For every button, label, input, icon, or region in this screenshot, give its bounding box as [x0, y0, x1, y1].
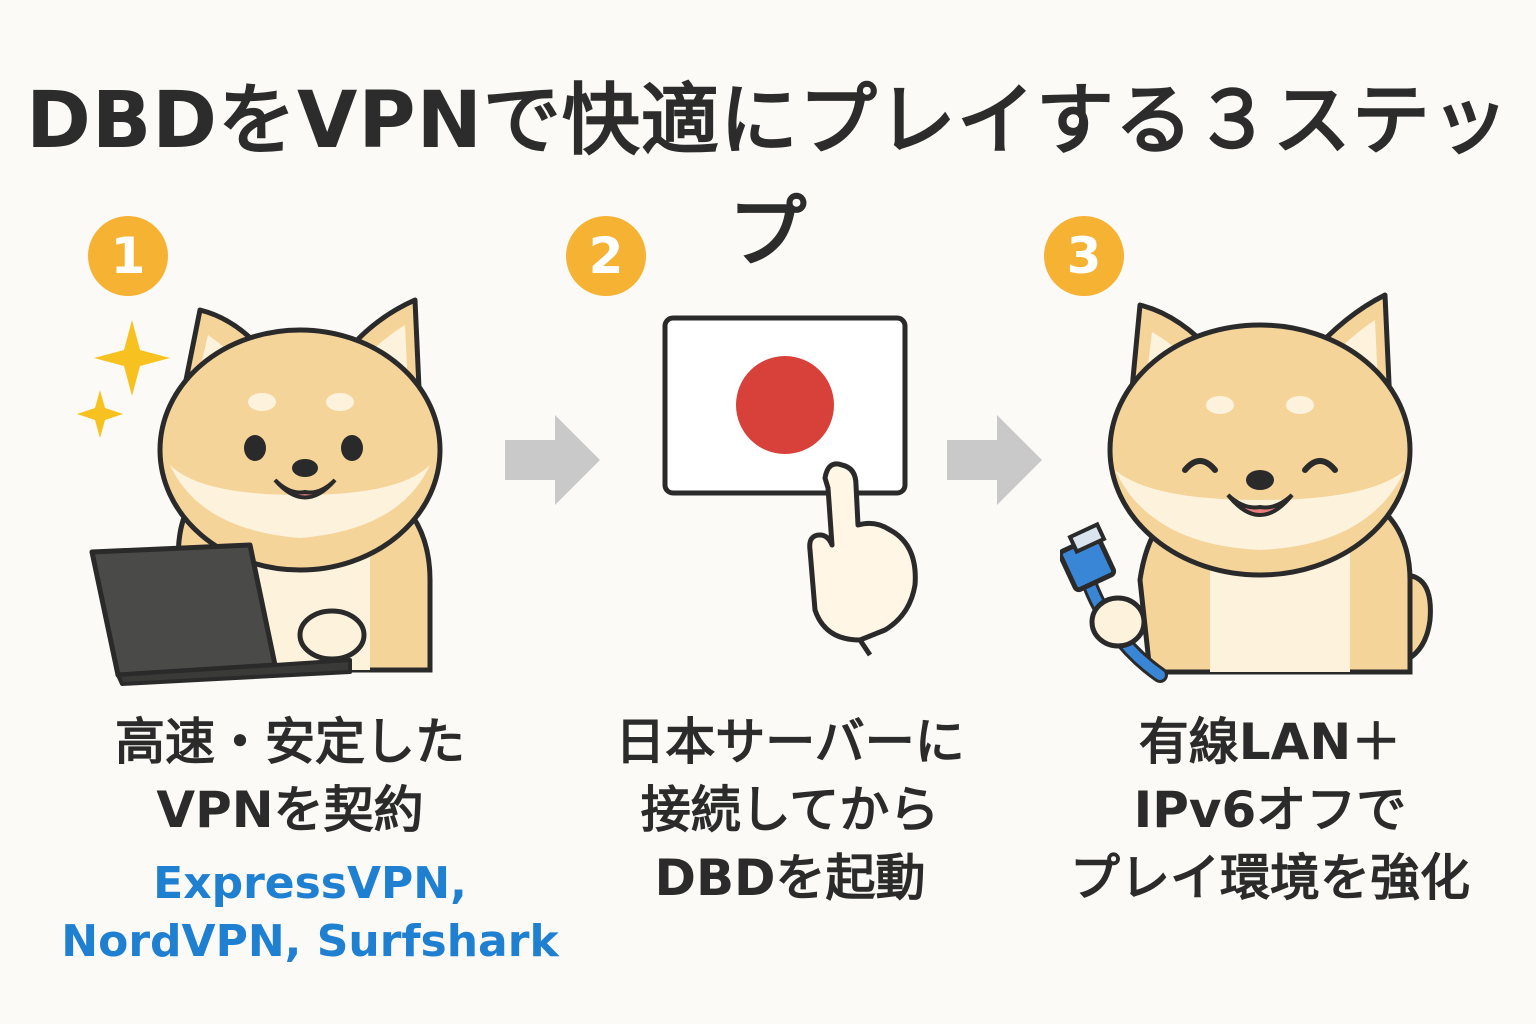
sparkle-icon: [94, 320, 170, 396]
step-3-line-2: IPv6オフで: [1133, 781, 1407, 839]
step-3-line-1: 有線LAN＋: [1138, 713, 1402, 771]
step-2-line-2: 接続してから: [640, 781, 940, 839]
step-2-badge: 2: [566, 216, 646, 296]
shiba-lan-cable-illustration: [1060, 292, 1433, 683]
step-3-line-3: プレイ環境を強化: [1070, 849, 1470, 907]
shiba-laptop-illustration: [77, 297, 443, 686]
arrow-right-icon: [947, 415, 1042, 505]
vpn-providers-list: ExpressVPN, NordVPN, Surfshark: [40, 855, 580, 971]
providers-line-1: ExpressVPN,: [153, 858, 467, 909]
arrow-right-icon: [505, 415, 600, 505]
page-title: DBDをVPNで快適にプレイする３ステップ: [26, 76, 1510, 278]
japan-flag-tap-illustration: [662, 315, 918, 657]
step-3-badge: 3: [1044, 216, 1124, 296]
laptop-icon: [89, 542, 352, 686]
japan-flag-circle-icon: [736, 356, 834, 454]
step-1-line-1: 高速・安定した: [115, 713, 465, 771]
step-1-badge: 1: [88, 216, 168, 296]
step-2-label: 日本サーバーに 接続してから DBDを起動: [560, 708, 1020, 912]
providers-line-2: NordVPN, Surfshark: [61, 916, 559, 967]
sparkle-icon: [77, 390, 123, 438]
step-2-line-3: DBDを起動: [654, 849, 926, 907]
step-3-label: 有線LAN＋ IPv6オフで プレイ環境を強化: [1030, 708, 1510, 912]
step-1-label: 高速・安定した VPNを契約: [40, 708, 540, 844]
pointing-hand-icon: [807, 461, 918, 657]
step-1-line-2: VPNを契約: [156, 781, 424, 839]
step-2-line-1: 日本サーバーに: [615, 713, 965, 771]
